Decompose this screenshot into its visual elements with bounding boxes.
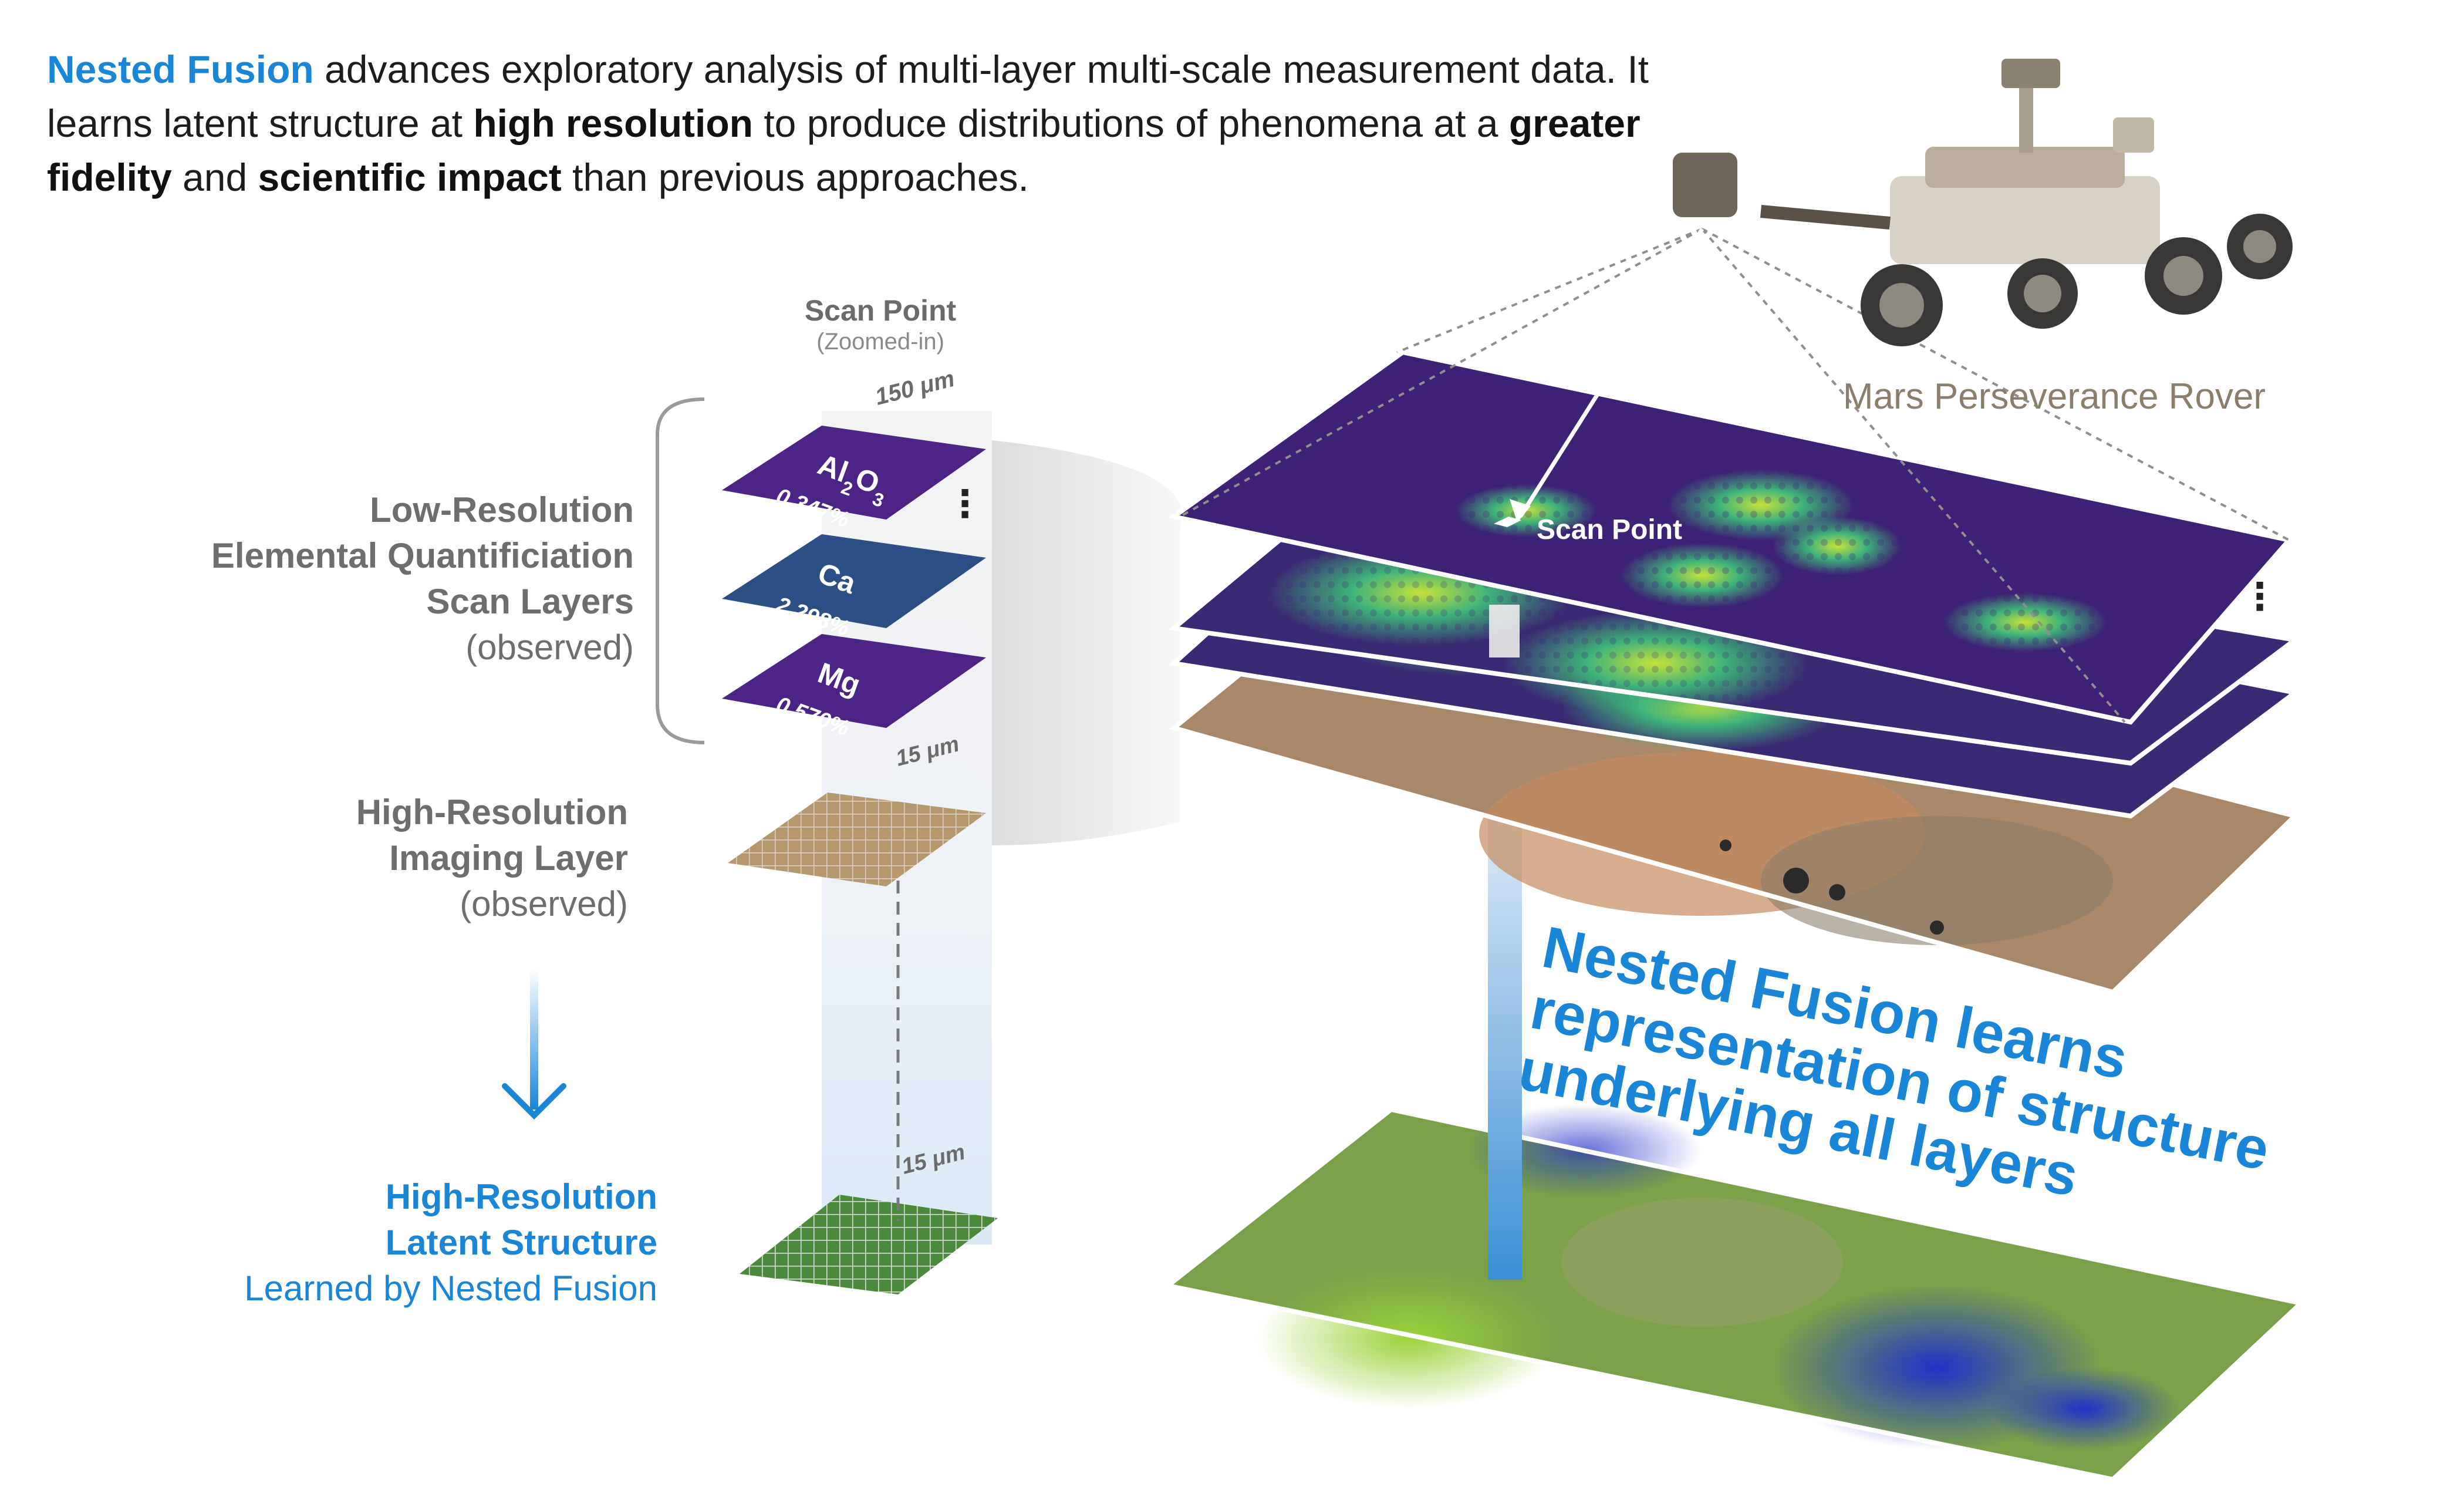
ellipsis-right: ⋮	[2241, 575, 2279, 618]
intro-text-4: than previous approaches.	[561, 156, 1029, 199]
low-res-line2: Elemental Quantificiation	[211, 536, 634, 575]
imaging-tile	[728, 793, 986, 886]
ellipsis-left: ⋮	[946, 483, 984, 525]
intro-text-1: advances exploratory analysis of multi-l…	[47, 48, 1649, 145]
intro-text-3: and	[171, 156, 258, 199]
latent-tile	[740, 1195, 998, 1294]
latent-map	[1162, 1104, 2306, 1482]
brand-name: Nested Fusion	[47, 48, 314, 91]
view-lines	[1179, 228, 2290, 723]
scan-point-marker	[1494, 517, 1521, 527]
latent-line3: Learned by Nested Fusion	[244, 1269, 657, 1308]
scan-point-subtitle: (Zoomed-in)	[816, 329, 944, 355]
high-res-imaging-label: High-Resolution Imaging Layer (observed)	[117, 790, 628, 927]
intro-bold-1: high resolution	[473, 102, 753, 145]
latent-line1: High-Resolution	[385, 1177, 657, 1216]
intro-bold-2: greater fidelity	[47, 102, 1641, 199]
element-tile-shape	[722, 634, 986, 728]
imaging-line3: (observed)	[460, 884, 628, 923]
intro-paragraph: Nested Fusion advances exploratory analy…	[47, 42, 1679, 204]
low-res-line3: Scan Layers	[426, 582, 634, 621]
down-arrow-icon	[502, 969, 566, 1120]
latent-line2: Latent Structure	[385, 1223, 657, 1262]
rover-image	[1673, 59, 2293, 346]
zoom-funnel	[992, 440, 1182, 845]
element-tile-shape	[722, 534, 986, 628]
scan-point-title: Scan Point	[804, 294, 957, 327]
imaging-line2: Imaging Layer	[389, 838, 628, 878]
rover-label: Mars Perseverance Rover	[1842, 376, 2266, 417]
low-res-label: Low-Resolution Elemental Quantificiation…	[117, 487, 634, 670]
scan-point-callout: Scan Point	[1537, 514, 1682, 545]
element-tile-shape	[722, 426, 986, 520]
scan-arrow	[1518, 228, 1704, 518]
scan-layer-1	[1168, 349, 2294, 725]
bracket	[656, 397, 705, 744]
pillar-cap	[1489, 605, 1520, 657]
imaging-line1: High-Resolution	[356, 793, 628, 832]
low-res-line1: Low-Resolution	[370, 490, 634, 530]
low-res-line4: (observed)	[465, 628, 634, 667]
intro-text-2: to produce distributions of phenomena at…	[753, 102, 1509, 145]
scan-arrow-head	[1510, 499, 1531, 522]
latent-structure-label: High-Resolution Latent Structure Learned…	[117, 1174, 657, 1311]
scale-label-150: 150 μm	[873, 366, 957, 410]
intro-bold-3: scientific impact	[258, 156, 562, 199]
